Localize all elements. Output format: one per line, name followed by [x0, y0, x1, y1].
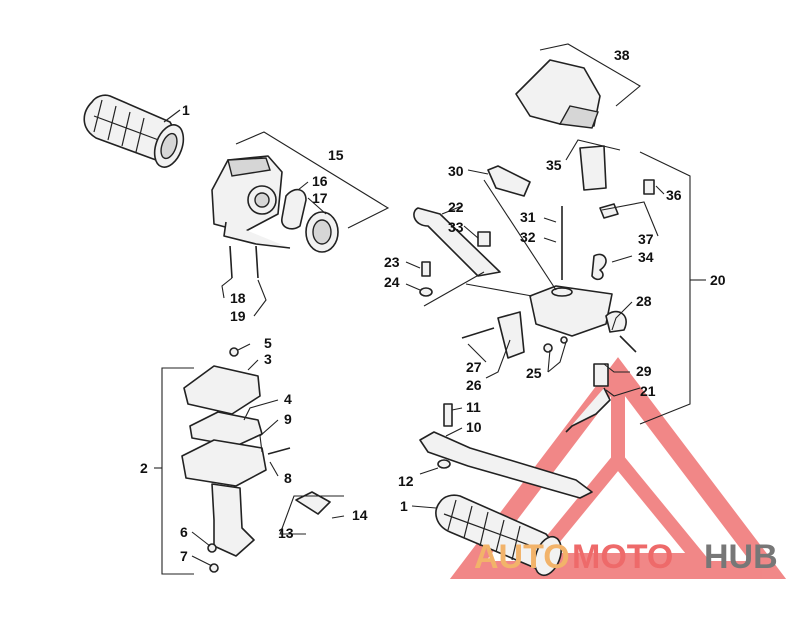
callout-3: 3: [264, 351, 272, 367]
callout-30: 30: [448, 163, 464, 179]
callout-1b: 1: [400, 498, 408, 514]
watermark-auto: AUTO: [474, 538, 570, 576]
callout-33: 33: [448, 219, 464, 235]
watermark: AUTO MOTO HUB: [474, 538, 778, 576]
switch-housing: [211, 155, 339, 279]
left-grip: [83, 94, 185, 168]
callout-37: 37: [638, 231, 654, 247]
callout-31: 31: [520, 209, 536, 225]
callout-18: 18: [230, 290, 246, 306]
master-cylinder: [413, 59, 655, 499]
callout-24: 24: [384, 274, 400, 290]
callout-32: 32: [520, 229, 536, 245]
callout-20: 20: [710, 272, 726, 288]
right-grip: [435, 494, 562, 577]
callout-11: 11: [466, 399, 481, 415]
callout-35: 35: [546, 157, 562, 173]
watermark-hub: HUB: [704, 538, 778, 576]
callout-1a: 1: [182, 102, 190, 118]
callout-12: 12: [398, 473, 414, 489]
callout-17: 17: [312, 190, 328, 206]
control-block: [181, 347, 331, 573]
leader-lines: [154, 43, 706, 575]
callout-10: 10: [466, 419, 482, 435]
callout-22: 22: [448, 199, 464, 215]
callout-25: 25: [526, 365, 542, 381]
callout-7: 7: [180, 548, 188, 564]
callout-4: 4: [284, 391, 292, 407]
callout-36: 36: [666, 187, 682, 203]
callout-14: 14: [352, 507, 368, 523]
callout-labels: 1 15 16 17 18 19 5 3 4 9 2 8 6 7 13 14 3…: [140, 47, 726, 564]
callout-23: 23: [384, 254, 400, 270]
callout-8: 8: [284, 470, 292, 486]
callout-2: 2: [140, 460, 148, 476]
callout-19: 19: [230, 308, 246, 324]
callout-9: 9: [284, 411, 292, 427]
callout-26: 26: [466, 377, 482, 393]
callout-27: 27: [466, 359, 482, 375]
callout-28: 28: [636, 293, 652, 309]
callout-21: 21: [640, 383, 656, 399]
callout-16: 16: [312, 173, 328, 189]
callout-29: 29: [636, 363, 652, 379]
callout-6: 6: [180, 524, 188, 540]
watermark-moto: MOTO: [572, 538, 673, 576]
callout-34: 34: [638, 249, 654, 265]
callout-38: 38: [614, 47, 630, 63]
callout-5: 5: [264, 335, 272, 351]
callout-13: 13: [278, 525, 294, 541]
callout-15: 15: [328, 147, 344, 163]
